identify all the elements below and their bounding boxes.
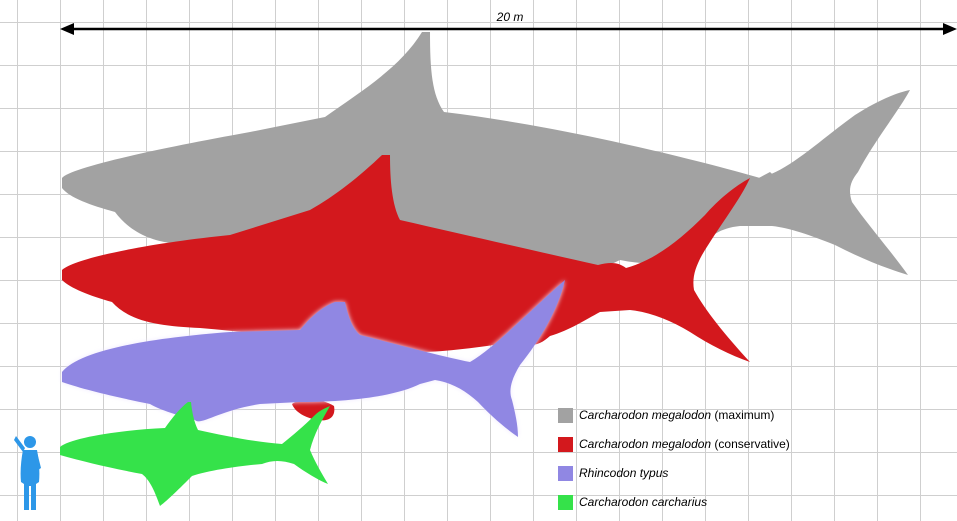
scale-label: 20 m [496,10,524,24]
legend-label: Carcharodon carcharius [579,495,708,509]
legend-label: Carcharodon megalodon (conservative) [579,437,790,451]
legend-label: Carcharodon megalodon (maximum) [579,408,775,422]
legend-swatch [558,437,573,452]
legend-swatch [558,408,573,423]
legend-swatch [558,466,573,481]
legend-swatch [558,495,573,510]
megalodon-maximum-second-dorsal [755,172,785,186]
legend-label: Rhincodon typus [579,466,669,480]
scale-arrow [60,23,957,35]
megalodon-maximum-silhouette [62,32,910,275]
whale-shark-silhouette [62,280,565,437]
megalodon-conservative-silhouette [62,155,750,362]
human-silhouette [14,436,41,510]
great-white-silhouette [60,402,330,506]
